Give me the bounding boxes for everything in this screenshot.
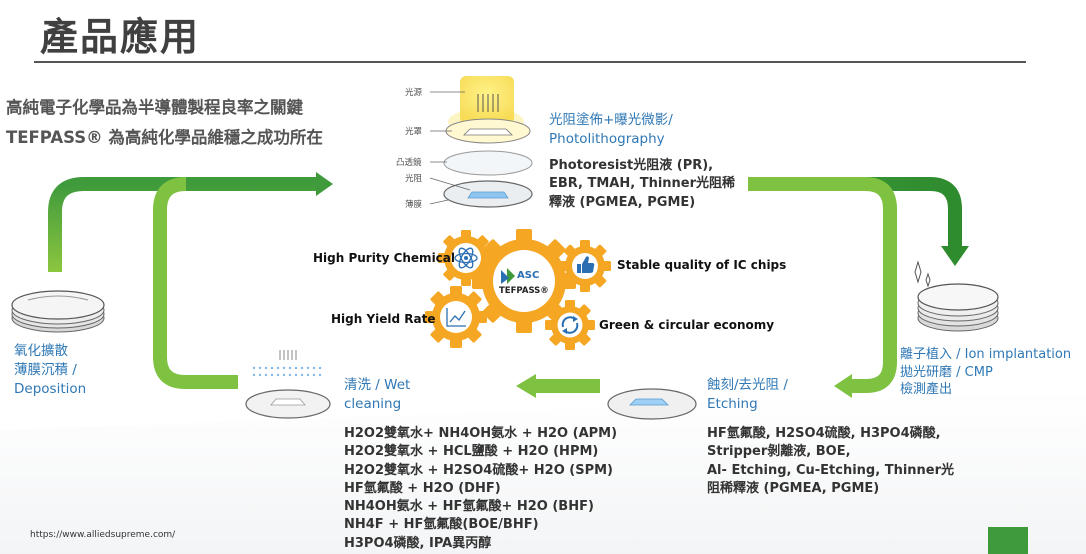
arrow-photo-to-ion [748,177,962,248]
gear-stable-quality [559,240,611,292]
title-divider [34,61,1026,63]
page-title: 產品應用 [40,15,201,59]
center-brand-text: ASC [517,270,540,281]
wafer-stack-right [917,283,999,332]
gear-label-high-yield: High Yield Rate [331,312,436,326]
gear-label-green-economy: Green & circular economy [599,318,775,332]
arrow-deposition-to-photo [48,177,318,272]
arrow-cleaning-to-photo [153,177,238,389]
chart-icon [446,308,466,327]
gear-high-yield [425,286,487,348]
etching-chemicals: HF氫氟酸, H2SO4硫酸, H3PO4磷酸, Stripper剝離液, BO… [707,426,955,496]
arrow-head [941,246,969,266]
arrow-head [834,374,852,398]
etching-wafer-illustration [607,388,697,420]
intro-line-2: TEFPASS® 為高純化學品維穩之成功所在 [6,128,323,147]
corner-block [988,527,1028,554]
photolithography-chemicals: Photoresist光阻液 (PR), EBR, TMAH, Thinner光… [549,158,736,210]
photolithography-illustration [429,76,533,208]
asc-logo-icon [501,268,515,284]
intro-line-1: 高純電子化學品為半導體製程良率之關鍵 [6,98,303,117]
cleaning-title: 清洗 / Wet cleaning [344,377,411,412]
gear-high-purity [438,230,494,286]
cleaning-chemicals: H2O2雙氧水+ NH4OH氨水 + H2O (APM) H2O2雙氧水 + H… [344,426,618,551]
cleaning-wafer-illustration [245,350,331,419]
layer-label-photoresist: 光阻 [405,174,423,184]
layer-label-light-source: 光源 [405,88,423,98]
arrow-head [516,374,536,398]
sparkle-icon [914,260,931,288]
atom-icon [454,247,478,269]
gear-cluster [425,229,611,350]
gear-label-stable-quality: Stable quality of IC chips [617,258,787,272]
gear-label-high-purity: High Purity Chemical [313,251,456,265]
center-gear [472,229,576,333]
thumbs-up-icon [577,256,595,273]
background-floor [0,390,1086,554]
center-name-text: TEFPASS® [499,286,549,296]
layer-label-film: 薄膜 [405,200,423,210]
etching-title: 蝕刻/去光阻 / Etching [707,377,788,412]
footer-url: https://www.alliedsupreme.com/ [30,530,176,540]
arrow-photo-to-etching [748,177,897,393]
layer-label-photomask: 光罩 [405,127,423,137]
layer-label-convex-lens: 凸透鏡 [396,158,422,168]
photolithography-title: 光阻塗佈+曝光微影/ Photolithography [549,112,673,147]
wafer-stack-left [11,290,105,333]
arrow-head [316,172,333,196]
gear-green-economy [545,300,595,350]
ion-implantation-label: 離子植入 / Ion implantation 拋光研磨 / CMP 檢測產出 [900,347,1072,397]
deposition-label: 氧化擴散 薄膜沉積 / Deposition [14,343,87,397]
